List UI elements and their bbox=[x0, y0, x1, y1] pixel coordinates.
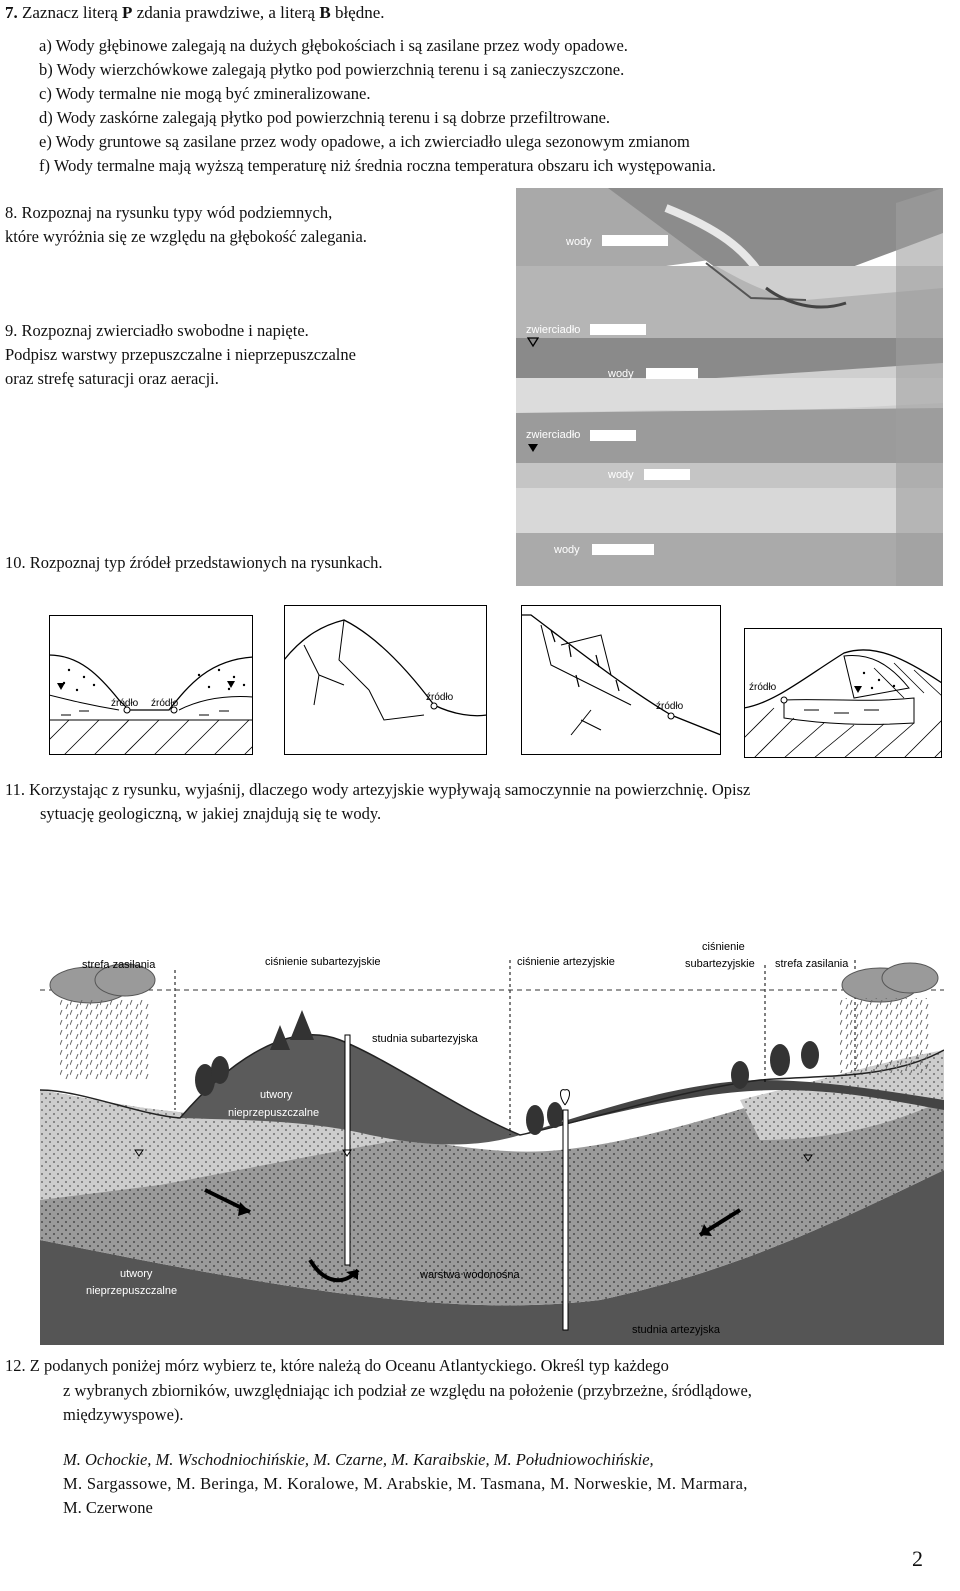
answer-blank-3[interactable] bbox=[646, 368, 698, 379]
q9-line2: Podpisz warstwy przepuszczalne i nieprze… bbox=[5, 345, 356, 364]
q7-title: 7. Zaznacz literą P zdania prawdziwe, a … bbox=[5, 3, 385, 22]
label-wody-4: wody bbox=[553, 544, 580, 556]
spring-diagram-2: źródło bbox=[283, 605, 488, 755]
answer-blank-2[interactable] bbox=[590, 324, 646, 335]
art-label-utwory-1: utwory bbox=[260, 1089, 293, 1101]
answer-blank-1[interactable] bbox=[602, 235, 668, 246]
art-label-warstwa-wodonosna: warstwa wodonośna bbox=[419, 1269, 521, 1281]
art-label-nieprzepuszczalne-1: nieprzepuszczalne bbox=[228, 1107, 319, 1119]
label-wody-3: wody bbox=[607, 469, 634, 481]
spring-label-3: źródło bbox=[656, 701, 684, 712]
spring-label-2: źródło bbox=[426, 692, 454, 703]
art-label-nieprzepuszczalne-2: nieprzepuszczalne bbox=[86, 1285, 177, 1297]
q9-line1: 9. Rozpoznaj zwierciadło swobodne i napi… bbox=[5, 321, 309, 340]
art-label-cisnienie-subartezyjskie: ciśnienie subartezyjskie bbox=[265, 956, 381, 968]
q12-seas-line3: M. Czerwone bbox=[63, 1498, 153, 1517]
q10-line1: 10. Rozpoznaj typ źródeł przedstawionych… bbox=[5, 553, 383, 572]
art-label-subartezyjskie: subartezyjskie bbox=[685, 958, 755, 970]
page-number: 2 bbox=[912, 1546, 923, 1571]
q11-line1: 11. Korzystając z rysunku, wyjaśnij, dla… bbox=[5, 780, 751, 799]
q12-seas-line2: M. Sargassowe, M. Beringa, M. Koralowe, … bbox=[63, 1474, 748, 1493]
art-label-utwory-2: utwory bbox=[120, 1268, 153, 1280]
q12-line1: 12. Z podanych poniżej mórz wybierz te, … bbox=[5, 1356, 669, 1375]
answer-blank-4[interactable] bbox=[590, 430, 636, 441]
artesian-basin-diagram: strefa zasilania ciśnienie subartezyjski… bbox=[39, 940, 945, 1345]
label-wody-1: wody bbox=[565, 236, 592, 248]
art-label-studnia-subartezyjska: studnia subartezyjska bbox=[372, 1033, 479, 1045]
q9-line3: oraz strefę saturacji oraz aeracji. bbox=[5, 369, 219, 388]
art-label-strefa-zasilania-left: strefa zasilania bbox=[82, 959, 156, 971]
q12-seas-line1: M. Ochockie, M. Wschodniochińskie, M. Cz… bbox=[63, 1450, 654, 1469]
spring-diagram-3: źródło bbox=[521, 605, 722, 755]
q12-line3: międzywyspowe). bbox=[63, 1405, 184, 1424]
label-zwierciadlo-1: zwierciadło bbox=[526, 324, 580, 336]
spring-label-1a: źródło bbox=[111, 698, 139, 709]
q7-item-b: b) Wody wierzchówkowe zalegają płytko po… bbox=[39, 60, 625, 79]
art-label-cisnienie-artezyjskie: ciśnienie artezyjskie bbox=[517, 956, 615, 968]
q7-item-c: c) Wody termalne nie mogą być zmineraliz… bbox=[39, 84, 371, 103]
answer-blank-6[interactable] bbox=[592, 544, 654, 555]
answer-blank-5[interactable] bbox=[644, 469, 690, 480]
water-table-symbol-filled bbox=[528, 444, 538, 452]
q12-line2: z wybranych zbiorników, uwzględniając ic… bbox=[63, 1381, 752, 1400]
label-zwierciadlo-2: zwierciadło bbox=[526, 429, 580, 441]
q7-item-f: f) Wody termalne mają wyższą temperaturę… bbox=[39, 156, 716, 175]
q7-item-d: d) Wody zaskórne zalegają płytko pod pow… bbox=[39, 108, 611, 127]
spring-diagram-1: źródło źródło bbox=[48, 615, 254, 756]
q11-line2: sytuację geologiczną, w jakiej znajdują … bbox=[40, 804, 382, 823]
q8-line2: które wyróżnia się ze względu na głęboko… bbox=[5, 227, 367, 246]
art-label-cisnienie: ciśnienie bbox=[702, 941, 745, 953]
q7-item-a: a) Wody głębinowe zalegają na dużych głę… bbox=[39, 36, 628, 55]
groundwater-block-diagram: wody zwierciadło wody zwierciadło wody w… bbox=[516, 188, 943, 586]
spring-diagram-4: źródło bbox=[743, 628, 943, 759]
label-wody-2: wody bbox=[607, 368, 634, 380]
water-table-symbol-open bbox=[526, 337, 540, 348]
art-label-strefa-zasilania-right: strefa zasilania bbox=[775, 958, 849, 970]
q8-line1: 8. Rozpoznaj na rysunku typy wód podziem… bbox=[5, 203, 333, 222]
art-label-studnia-artezyjska: studnia artezyjska bbox=[632, 1324, 721, 1336]
spring-label-1b: źródło bbox=[151, 698, 179, 709]
q7-item-e: e) Wody gruntowe są zasilane przez wody … bbox=[39, 132, 690, 151]
spring-label-4: źródło bbox=[749, 682, 777, 693]
